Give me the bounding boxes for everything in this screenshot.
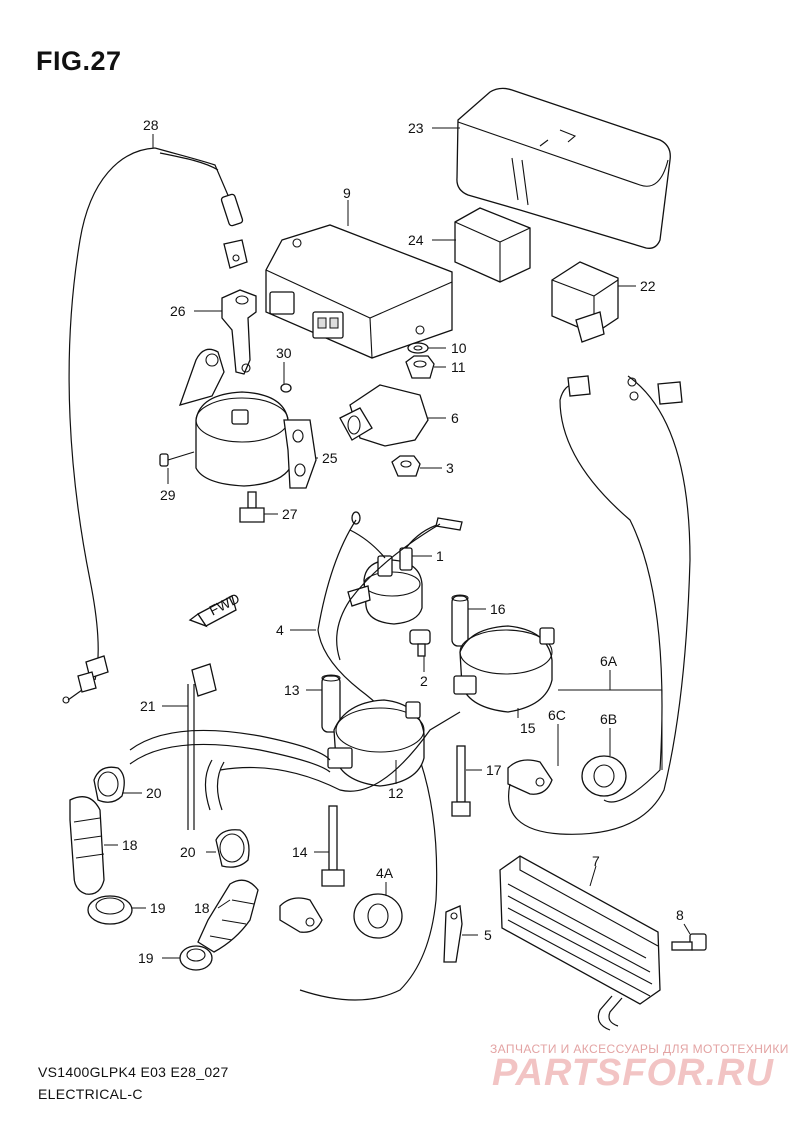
callout-14: 14 (292, 844, 308, 860)
plug-cap-20a[interactable] (93, 766, 125, 803)
screw-29[interactable] (159, 451, 195, 467)
callout-22: 22 (640, 278, 656, 294)
bracket-26[interactable] (221, 289, 257, 375)
callout-8: 8 (676, 907, 684, 923)
bolt-27[interactable] (239, 491, 265, 523)
sleeve-16[interactable] (451, 594, 469, 647)
sensor-4A-connector[interactable] (279, 897, 323, 933)
sleeve-13[interactable] (321, 674, 341, 733)
callout-15: 15 (520, 720, 536, 736)
relay-24[interactable] (454, 207, 531, 283)
sensor-6[interactable] (339, 384, 429, 447)
callout-20-lower: 20 (180, 844, 196, 860)
callout-19-lower: 19 (138, 950, 154, 966)
forward-direction-marker: FWD (188, 590, 242, 628)
callout-27: 27 (282, 506, 298, 522)
sensor-4A[interactable] (353, 893, 403, 939)
plug-boot-18b[interactable] (197, 879, 259, 953)
regulator-7[interactable] (499, 855, 661, 1031)
callout-6C: 6C (548, 707, 566, 723)
nut-3[interactable] (391, 455, 421, 477)
callout-6B: 6B (600, 711, 617, 727)
sensor-6C[interactable] (507, 759, 553, 795)
callout-6: 6 (451, 410, 459, 426)
callout-16: 16 (490, 601, 506, 617)
callout-26: 26 (170, 303, 186, 319)
callout-19-upper: 19 (150, 900, 166, 916)
sensor-6B[interactable] (581, 755, 627, 797)
bolt-14[interactable] (321, 805, 345, 887)
callout-4: 4 (276, 622, 284, 638)
sensor-harness-6A[interactable] (508, 375, 691, 835)
clamp-19a[interactable] (87, 895, 133, 925)
bolt-2[interactable] (409, 629, 431, 657)
callout-23: 23 (408, 120, 424, 136)
nut-11[interactable] (405, 355, 435, 379)
harness-21[interactable] (129, 663, 461, 830)
actuator-25[interactable] (178, 348, 317, 489)
callout-28: 28 (143, 117, 159, 133)
watermark-logo: PARTSFOR.RU (492, 1052, 774, 1094)
callout-12: 12 (388, 785, 404, 801)
callout-17: 17 (486, 762, 502, 778)
section-name: ELECTRICAL-C (38, 1086, 143, 1102)
cover-23[interactable] (456, 87, 671, 249)
control-unit-9[interactable] (265, 224, 453, 359)
callout-18-upper: 18 (122, 837, 138, 853)
clamp-5[interactable] (443, 905, 463, 963)
bolt-17[interactable] (451, 745, 471, 817)
callout-1: 1 (436, 548, 444, 564)
callout-5: 5 (484, 927, 492, 943)
screw-30[interactable] (280, 383, 292, 393)
clamp-19b[interactable] (179, 945, 213, 971)
callout-24: 24 (408, 232, 424, 248)
callout-25: 25 (322, 450, 338, 466)
watermark-subtitle: ЗАПЧАСТИ И АКСЕССУАРЫ ДЛЯ МОТОТЕХНИКИ (490, 1042, 789, 1056)
callout-11: 11 (451, 359, 466, 375)
callout-21: 21 (140, 698, 156, 714)
washer-10[interactable] (407, 342, 429, 354)
callout-29: 29 (160, 487, 176, 503)
callout-3: 3 (446, 460, 454, 476)
plug-cap-20b[interactable] (215, 829, 250, 868)
callout-2: 2 (420, 673, 428, 689)
callout-6A: 6A (600, 653, 618, 669)
relay-22[interactable] (551, 261, 619, 343)
callout-4A: 4A (376, 865, 394, 881)
figure-title: FIG.27 (36, 46, 122, 76)
callout-7: 7 (592, 853, 600, 869)
callout-10: 10 (451, 340, 467, 356)
callout-13: 13 (284, 682, 300, 698)
ignition-coil-12[interactable] (327, 699, 425, 787)
callout-labels: 28 23 9 24 22 26 30 10 11 6 3 25 29 27 1… (122, 117, 684, 966)
starter-relay-1[interactable] (347, 511, 463, 625)
model-code: VS1400GLPK4 E03 E28_027 (38, 1064, 229, 1080)
plug-boot-18a[interactable] (69, 796, 105, 895)
callout-30: 30 (276, 345, 292, 361)
callout-9: 9 (343, 185, 351, 201)
callout-leaders (104, 127, 691, 959)
wiring-lead-4[interactable] (299, 519, 441, 1001)
cable-28[interactable] (62, 147, 248, 704)
ignition-coil-15[interactable] (453, 625, 555, 713)
bolt-8[interactable] (671, 933, 707, 951)
callout-20-upper: 20 (146, 785, 162, 801)
callout-18-lower: 18 (194, 900, 210, 916)
